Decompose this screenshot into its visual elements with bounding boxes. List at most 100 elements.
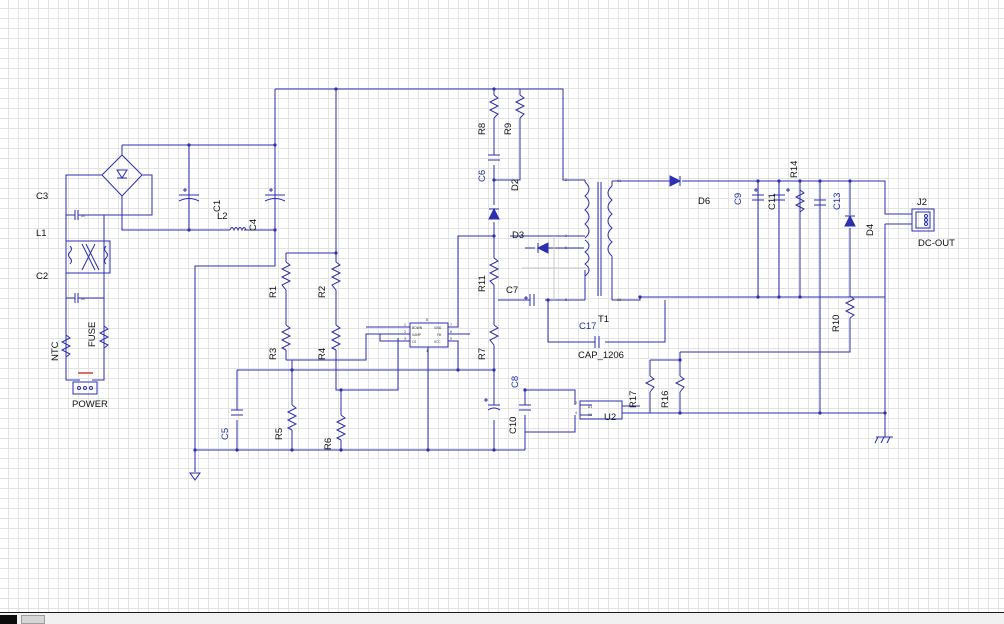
label-r8: R8 — [477, 123, 488, 135]
label-c8: C8 — [510, 376, 521, 388]
label-r11: R11 — [477, 275, 488, 292]
ic-pin-7: 7 — [450, 323, 452, 327]
wires — [65, 88, 912, 472]
r6-symbol — [335, 414, 347, 441]
fuse-symbol[interactable] — [98, 325, 110, 349]
component-labels: C3 L1 C2 NTC FUSE POWER C1 L2 C4 C5 R1 R… — [36, 123, 955, 450]
label-ntc: NTC — [50, 341, 61, 361]
ic-pin-fb: FB — [437, 333, 441, 337]
r4-symbol — [330, 324, 342, 351]
l1-choke-symbol[interactable] — [65, 240, 111, 274]
j2-connector-symbol[interactable] — [911, 208, 935, 232]
r7-symbol — [488, 324, 500, 346]
u2-pin-4: 4 — [575, 411, 577, 415]
resistors[interactable] — [280, 94, 856, 441]
u2-pin-a1: A1 — [588, 405, 592, 409]
ic-pin-2: 2 — [404, 330, 406, 334]
svg-text:A1: A1 — [617, 179, 621, 183]
label-c2: C2 — [36, 271, 48, 282]
label-fuse: FUSE — [87, 322, 98, 347]
label-l1: L1 — [36, 228, 47, 239]
svg-text:5: 5 — [565, 246, 567, 250]
c2-symbol[interactable]: A0 — [66, 293, 92, 303]
label-c5: C5 — [220, 428, 231, 440]
label-dc-out: DC-OUT — [918, 238, 955, 249]
d3-symbol — [536, 242, 549, 254]
label-r9: R9 — [503, 123, 514, 135]
label-d6: D6 — [698, 196, 710, 207]
label-u2: U2 — [604, 412, 616, 423]
label-c9: C9 — [733, 193, 744, 205]
c5-symbol — [231, 409, 243, 416]
d6-symbol — [669, 175, 682, 187]
label-r4: R4 — [317, 348, 328, 360]
svg-text:2: 2 — [565, 178, 567, 182]
label-d2: D2 — [510, 179, 521, 191]
svg-text:A0: A0 — [617, 298, 621, 302]
ic-pin-samp: SAMP — [412, 333, 421, 337]
label-c13: C13 — [832, 193, 843, 210]
ic-pin-5: 5 — [450, 337, 452, 341]
r2-symbol — [330, 261, 342, 291]
label-r5: R5 — [274, 428, 285, 440]
label-r14: R14 — [789, 161, 800, 178]
label-c7: C7 — [506, 285, 518, 296]
ic-pin-1: 1 — [404, 323, 406, 327]
c9-symbol — [752, 188, 764, 201]
ic-pin-cs: CS — [412, 340, 416, 344]
r10-symbol — [844, 295, 856, 319]
label-c1: C1 — [212, 200, 223, 212]
c3-symbol[interactable]: A0 — [66, 210, 92, 220]
power-connector-symbol[interactable] — [72, 372, 98, 395]
label-l2: L2 — [217, 211, 228, 222]
c10-symbol — [484, 398, 501, 411]
u2-pin-3: 3 — [575, 401, 577, 405]
ic-pin-8: 8 — [426, 318, 428, 322]
label-c3: C3 — [36, 191, 48, 202]
r1-symbol — [280, 261, 292, 291]
u2-optocoupler[interactable]: A1 A2 3 4 — [575, 400, 623, 420]
label-d3: D3 — [512, 230, 524, 241]
label-r2: R2 — [317, 286, 328, 298]
u2-pin-a2: A2 — [588, 413, 592, 417]
c7-symbol — [524, 294, 535, 306]
ic-pin-vcc: VCC — [434, 340, 441, 344]
r11-symbol — [488, 257, 500, 286]
r5-symbol — [286, 404, 298, 431]
svg-text:A0: A0 — [81, 214, 85, 218]
ic-pin-4: 4 — [426, 349, 428, 353]
label-c17: C17 — [579, 321, 596, 332]
label-c4: C4 — [248, 219, 259, 231]
small-capacitors[interactable] — [231, 154, 826, 416]
c8-symbol — [519, 404, 531, 411]
label-d4: D4 — [865, 224, 876, 236]
diodes[interactable] — [488, 175, 856, 254]
c6-symbol — [488, 154, 500, 161]
label-t1: T1 — [598, 314, 609, 325]
bridge-rectifier-symbol[interactable] — [98, 151, 146, 197]
label-power: POWER — [72, 399, 108, 410]
ground-symbol-secondary — [874, 436, 893, 444]
r14-symbol — [794, 189, 806, 213]
r8-symbol — [488, 94, 500, 119]
ic-pin-3: 3 — [404, 337, 406, 341]
ic-pin-bown: BOWN — [412, 326, 423, 330]
r3-symbol — [280, 324, 292, 351]
controller-ic[interactable]: BOWN GND SAMP FB CS VCC 1 2 3 4 5 6 7 8 — [404, 318, 452, 353]
c4-capacitor-symbol[interactable] — [264, 145, 286, 230]
c1-capacitor-symbol[interactable] — [178, 145, 200, 230]
label-cap-1206: CAP_1206 — [578, 350, 624, 361]
r16-symbol — [674, 375, 685, 393]
ntc-symbol[interactable] — [60, 334, 72, 358]
status-bar — [0, 612, 1004, 624]
l2-inductor-symbol[interactable] — [229, 227, 247, 232]
label-c10: C10 — [508, 417, 519, 434]
status-bar-button-dark[interactable] — [0, 615, 17, 624]
ground-symbol-primary — [189, 472, 201, 481]
c13-symbol — [814, 199, 826, 206]
label-r1: R1 — [268, 286, 279, 298]
label-r17: R17 — [628, 391, 639, 408]
